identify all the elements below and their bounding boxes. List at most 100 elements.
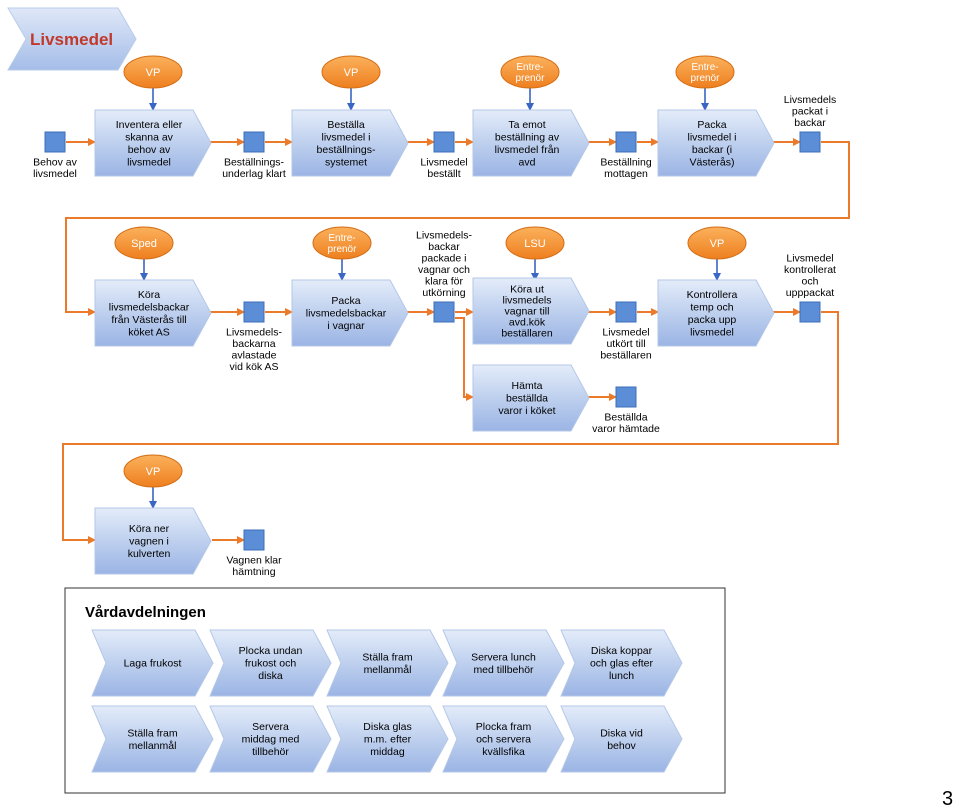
label-text: Laga frukost [124,658,182,670]
state-square [615,301,637,323]
label-text: VP [146,466,161,478]
label-text: Entre-prenör [328,233,358,255]
role-ellipse [687,226,747,260]
state-square [615,131,637,153]
vard-chevron [442,629,565,697]
vard-chevron [209,705,332,773]
state-square [433,131,455,153]
role-ellipse [123,454,183,488]
vard-chevron [326,629,449,697]
state-square [799,131,821,153]
vard-chevron [560,705,683,773]
role-r6: Entre-prenör [312,226,372,260]
process-chevron [94,279,212,347]
state-square [243,131,265,153]
page-number: 3 [942,788,953,808]
process-chevron [291,109,409,177]
role-ellipse [114,226,174,260]
vard-chevron [560,629,683,697]
role-ellipse [312,226,372,260]
state-square [433,301,455,323]
role-ellipse [321,55,381,89]
label-text: VP [710,238,725,250]
process-chevron [472,364,590,432]
role-ellipse [675,55,735,89]
process-chevron [657,279,775,347]
state-square [615,386,637,408]
diagram-title: Livsmedel [30,30,113,49]
role-ellipse [500,55,560,89]
state-square [243,301,265,323]
role-ellipse [123,55,183,89]
process-chevron [472,277,590,345]
state-square [44,131,66,153]
label-text: Entre-prenör [691,62,721,84]
title-chevron: Livsmedel [7,7,137,71]
state-square [799,301,821,323]
process-chevron [94,109,212,177]
role-r2: VP [321,55,381,89]
role-r9: VP [123,454,183,488]
process-chevron [291,279,409,347]
vard-chevron [209,629,332,697]
label-text: Beställnings-underlag klart [222,156,286,180]
role-r4: Entre-prenör [675,55,735,89]
process-chevron [472,109,590,177]
label-text: Entre-prenör [516,62,546,84]
role-r7: LSU [505,226,565,260]
label-text: LSU [524,238,545,250]
role-r8: VP [687,226,747,260]
process-chevron [94,507,212,575]
label-text: VP [146,67,161,79]
vardavdelningen-title: Vårdavdelningen [85,604,206,621]
role-r3: Entre-prenör [500,55,560,89]
process-chevron [657,109,775,177]
label-text: Sped [131,238,157,250]
